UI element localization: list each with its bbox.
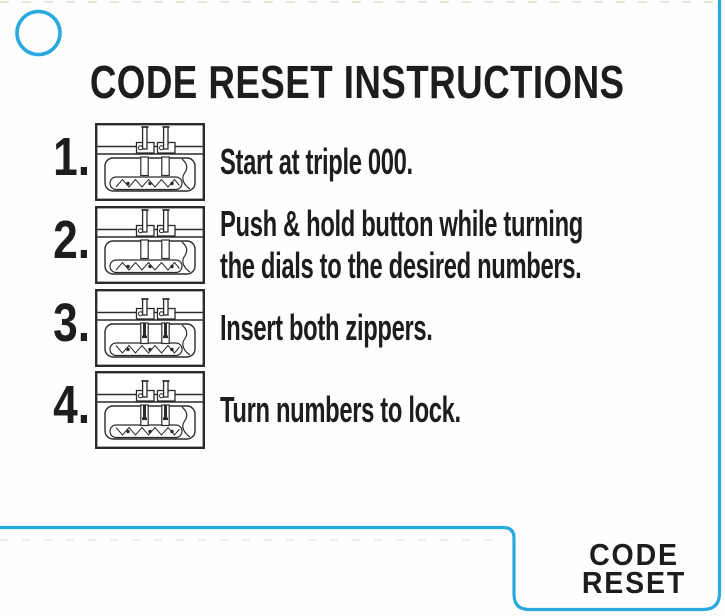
- step-row: 4.: [0, 371, 725, 449]
- step-text-line: Start at triple 000.: [220, 141, 413, 182]
- code-reset-line2: RESET: [581, 564, 687, 600]
- step-icon-box: [95, 371, 205, 449]
- lock-diagram-zippers-out-icon: [95, 123, 205, 201]
- step-text-line: the dials to the desired numbers.: [220, 245, 582, 286]
- page-title: CODE RESET INSTRUCTIONS: [90, 56, 625, 108]
- step-icon-box: [95, 123, 205, 201]
- step-number-text: 2.: [53, 210, 90, 270]
- lock-diagram-zippers-in-icon: [95, 371, 205, 449]
- code-reset-line1: CODE: [589, 537, 679, 572]
- code-reset-tab-label: CODE RESET: [549, 537, 719, 600]
- step-text: Start at triple 000.: [220, 123, 700, 201]
- step-number: 2.: [0, 206, 90, 284]
- lock-diagram-zippers-in-icon: [95, 289, 205, 367]
- step-number: 4.: [0, 371, 90, 449]
- step-number-text: 3.: [53, 293, 90, 353]
- step-row: 1.: [0, 123, 725, 201]
- step-icon-box: [95, 206, 205, 284]
- step-text-line: Push & hold button while turning: [220, 203, 583, 244]
- step-text-line: Insert both zippers.: [220, 307, 433, 348]
- step-icon-box: [95, 289, 205, 367]
- step-text: Turn numbers to lock.: [220, 371, 700, 449]
- step-number-text: 4.: [53, 375, 90, 435]
- step-text: Insert both zippers.: [220, 289, 700, 367]
- step-number: 3.: [0, 289, 90, 367]
- step-row: 2.: [0, 203, 725, 286]
- lock-diagram-zippers-out-icon: [95, 206, 205, 284]
- hole-punch-circle-icon: [15, 9, 62, 57]
- step-number: 1.: [0, 123, 90, 201]
- step-row: 3.: [0, 289, 725, 367]
- step-text-line: Turn numbers to lock.: [220, 389, 461, 430]
- step-number-text: 1.: [53, 127, 90, 187]
